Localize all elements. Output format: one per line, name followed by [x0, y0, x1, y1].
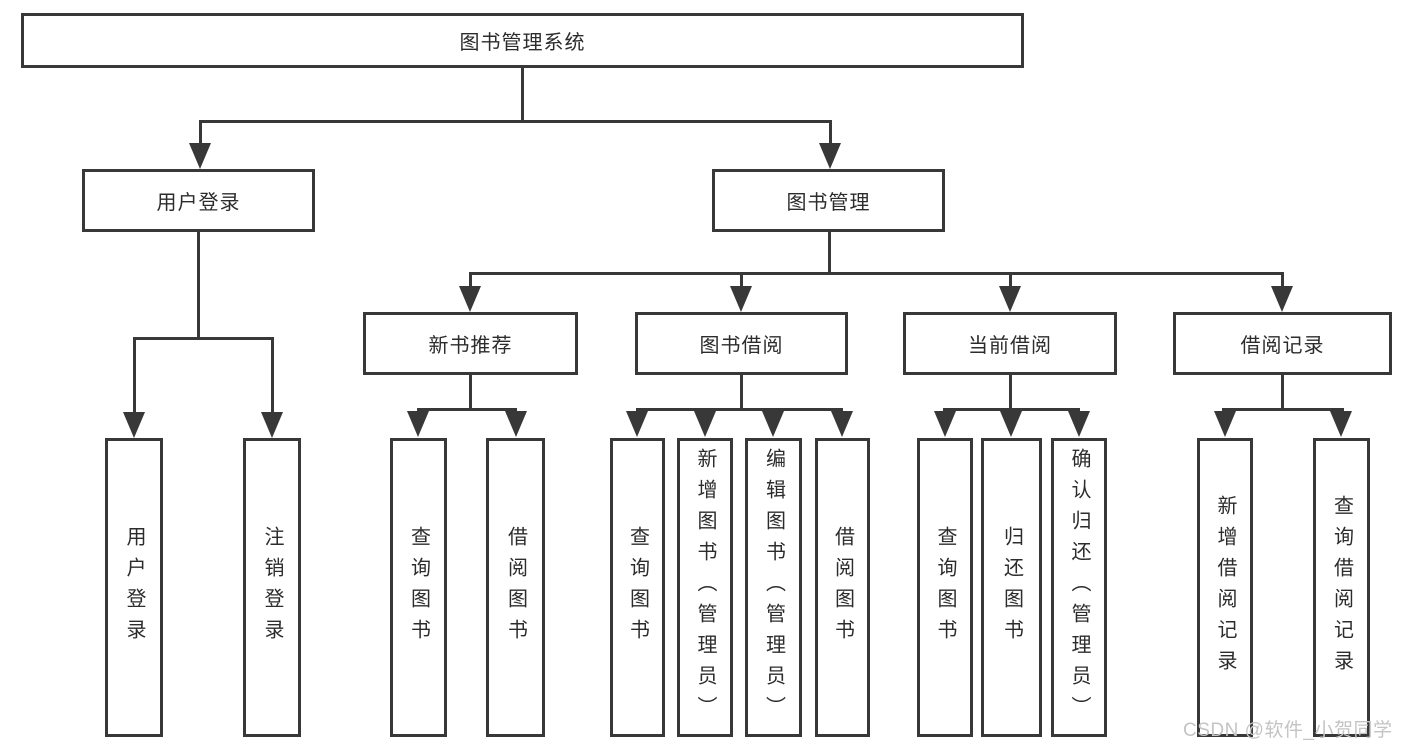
connector-line — [1222, 408, 1344, 411]
node-leaf-rec-borrow-book: 借阅图书 — [486, 438, 545, 737]
connector-line — [469, 272, 1284, 275]
node-leaf-bb-add-book-label: 新增图书（管理员） — [694, 448, 716, 727]
arrow-down-icon — [459, 286, 481, 312]
node-leaf-br-query-record: 查询借阅记录 — [1313, 438, 1370, 737]
connector-line — [740, 375, 743, 408]
connector-line — [271, 337, 274, 413]
node-book-borrow: 图书借阅 — [635, 312, 848, 375]
node-leaf-bb-edit-book-label: 编辑图书（管理员） — [762, 448, 785, 727]
node-user-login-label: 用户登录 — [156, 192, 241, 214]
node-leaf-user-login: 用户登录 — [105, 438, 163, 737]
arrow-down-icon — [626, 411, 648, 437]
connector-line — [1009, 375, 1012, 408]
arrow-down-icon — [1271, 286, 1293, 312]
arrow-down-icon — [1330, 411, 1352, 437]
connector-line — [740, 272, 743, 288]
connector-line — [521, 68, 524, 120]
arrow-down-icon — [730, 286, 752, 312]
arrow-down-icon — [505, 411, 527, 437]
arrow-down-icon — [819, 143, 841, 169]
connector-line — [1281, 375, 1284, 408]
node-new-book-rec-label: 新书推荐 — [428, 335, 513, 357]
connector-line — [469, 375, 472, 408]
node-leaf-rec-query-book: 查询图书 — [390, 438, 447, 737]
connector-line — [133, 337, 274, 340]
connector-line — [636, 408, 843, 411]
node-leaf-bb-borrow-book: 借阅图书 — [815, 438, 870, 737]
node-book-borrow-label: 图书借阅 — [699, 335, 784, 357]
node-user-login: 用户登录 — [82, 169, 315, 232]
arrow-down-icon — [934, 411, 956, 437]
arrow-down-icon — [999, 286, 1021, 312]
node-borrow-record: 借阅记录 — [1173, 312, 1392, 375]
node-borrow-record-label: 借阅记录 — [1240, 335, 1325, 357]
node-leaf-bb-query-book: 查询图书 — [610, 438, 665, 737]
node-leaf-br-add-record: 新增借阅记录 — [1197, 438, 1253, 737]
node-root-label: 图书管理系统 — [459, 32, 586, 54]
connector-line — [199, 120, 832, 123]
node-leaf-bb-borrow-book-label: 借阅图书 — [831, 525, 854, 650]
node-leaf-cb-return-book-label: 归还图书 — [1000, 525, 1023, 650]
arrow-down-icon — [189, 143, 211, 169]
connector-line — [199, 120, 202, 145]
node-leaf-rec-query-book-label: 查询图书 — [407, 525, 430, 650]
csdn-watermark: CSDN @软件_小贺同学 — [1183, 720, 1393, 741]
arrow-down-icon — [123, 412, 145, 438]
arrow-down-icon — [831, 411, 853, 437]
connector-line — [829, 120, 832, 145]
connector-line — [828, 232, 831, 272]
node-current-borrow-label: 当前借阅 — [968, 335, 1052, 357]
arrow-down-icon — [1000, 411, 1022, 437]
node-leaf-logout-label: 注销登录 — [261, 525, 283, 650]
node-book-mgmt-label: 图书管理 — [786, 192, 871, 214]
connector-line — [133, 337, 136, 413]
node-leaf-br-add-record-label: 新增借阅记录 — [1214, 494, 1236, 681]
node-leaf-bb-query-book-label: 查询图书 — [626, 525, 649, 650]
connector-line — [943, 408, 1080, 411]
node-leaf-cb-confirm-return: 确认归还（管理员） — [1051, 438, 1107, 737]
connector-line — [197, 232, 200, 337]
node-current-borrow: 当前借阅 — [903, 312, 1117, 375]
arrow-down-icon — [1068, 411, 1090, 437]
node-leaf-cb-confirm-return-label: 确认归还（管理员） — [1068, 448, 1090, 727]
arrow-down-icon — [1214, 411, 1236, 437]
node-leaf-cb-query-book: 查询图书 — [917, 438, 973, 737]
connector-line — [469, 272, 472, 288]
connector-line — [417, 408, 517, 411]
node-root: 图书管理系统 — [21, 13, 1024, 68]
node-new-book-rec: 新书推荐 — [363, 312, 578, 375]
node-leaf-cb-query-book-label: 查询图书 — [934, 525, 956, 650]
arrow-down-icon — [407, 411, 429, 437]
node-leaf-bb-add-book: 新增图书（管理员） — [677, 438, 733, 737]
node-book-mgmt: 图书管理 — [712, 169, 945, 232]
node-leaf-cb-return-book: 归还图书 — [981, 438, 1042, 737]
node-leaf-br-query-record-label: 查询借阅记录 — [1330, 494, 1353, 681]
connector-line — [1281, 272, 1284, 288]
node-leaf-rec-borrow-book-label: 借阅图书 — [504, 525, 527, 650]
arrow-down-icon — [261, 412, 283, 438]
node-leaf-bb-edit-book: 编辑图书（管理员） — [745, 438, 802, 737]
connector-line — [1009, 272, 1012, 288]
node-leaf-user-login-label: 用户登录 — [123, 525, 145, 650]
node-leaf-logout: 注销登录 — [243, 438, 301, 737]
arrow-down-icon — [694, 411, 716, 437]
arrow-down-icon — [762, 411, 784, 437]
